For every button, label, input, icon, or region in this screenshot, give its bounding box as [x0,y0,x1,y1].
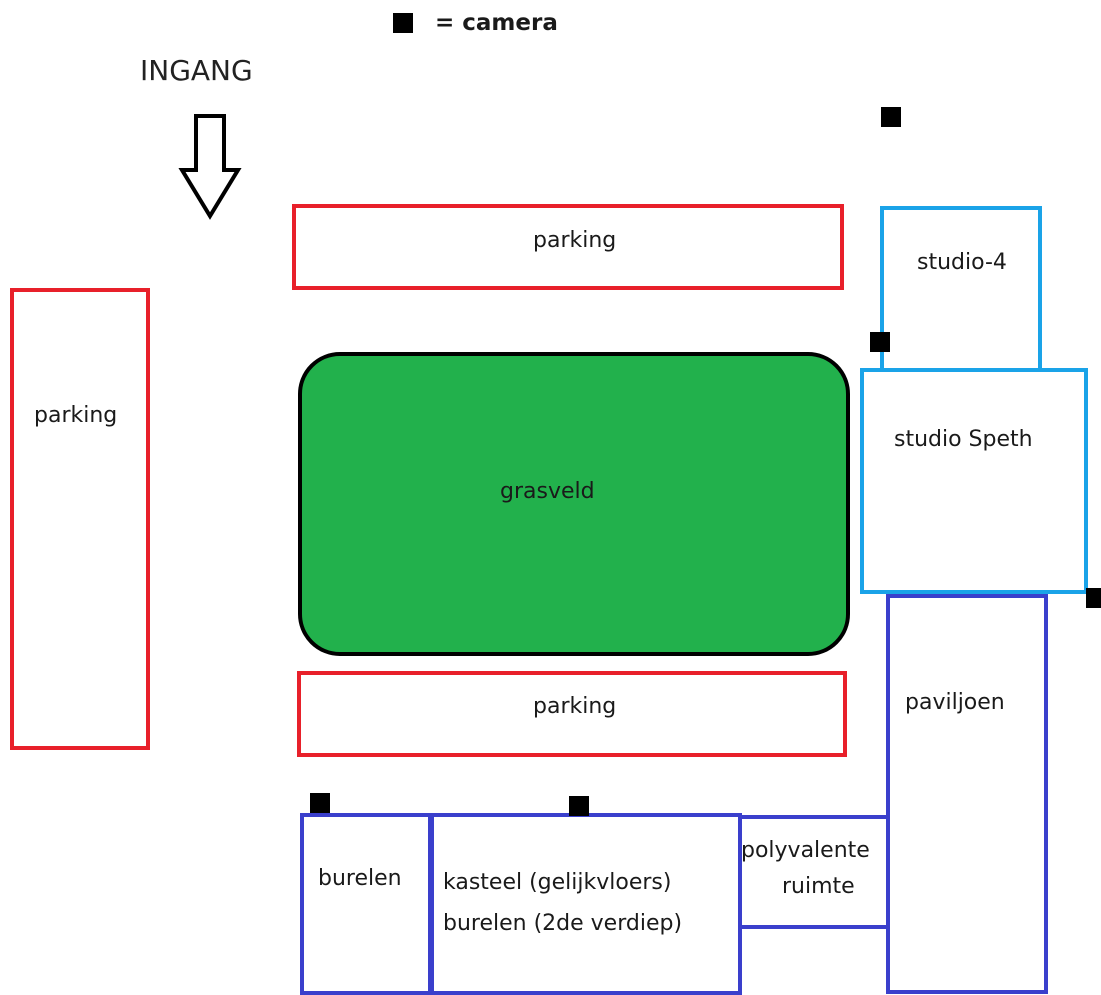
kasteel-building [428,813,742,995]
parking-left [10,288,150,750]
paviljoen-building [886,594,1048,994]
legend-text: = camera [435,10,558,36]
parking-bottom [297,671,847,757]
camera-icon [569,796,589,816]
studio-4-label: studio-4 [917,250,1007,275]
polyvalente-label-line1: polyvalente [741,838,870,863]
lawn-label: grasveld [500,479,595,504]
parking-top [292,204,844,290]
camera-icon [1086,588,1101,608]
camera-icon [310,793,330,813]
entrance-label: INGANG [140,54,253,87]
lawn-grasveld [298,352,850,656]
parking-top-label: parking [533,228,617,253]
polyvalente-label-line2: ruimte [782,874,855,899]
camera-icon [870,332,890,352]
legend-camera-icon [393,13,413,33]
kasteel-label-line1: kasteel (gelijkvloers) [443,870,672,895]
burelen-label: burelen [318,866,402,891]
polyvalente-ruimte-building [738,815,890,929]
kasteel-label-line2: burelen (2de verdiep) [443,911,683,936]
studio-4-building [880,206,1042,372]
burelen-building [300,813,434,995]
camera-icon [881,107,901,127]
studio-speth-building [860,368,1088,594]
paviljoen-label: paviljoen [905,690,1005,715]
entrance-arrow-icon [178,114,242,220]
parking-left-label: parking [34,403,118,428]
studio-speth-label: studio Speth [894,427,1033,452]
parking-bottom-label: parking [533,694,617,719]
